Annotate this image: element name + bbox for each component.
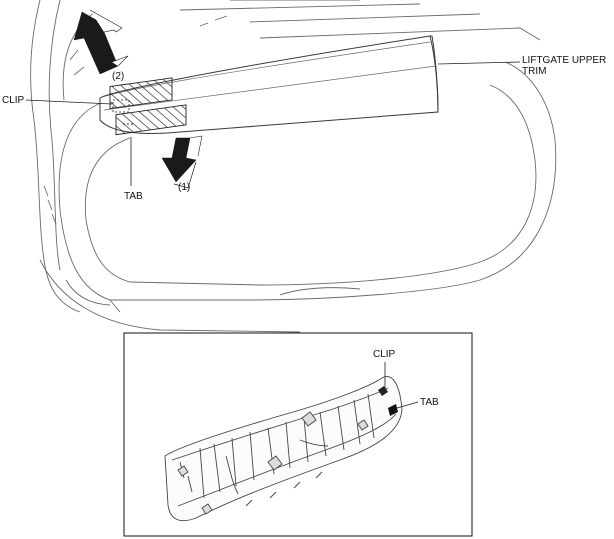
clip-hatched-area <box>109 77 173 110</box>
inset-leaders <box>384 362 419 409</box>
tab-hatched-area <box>115 104 187 136</box>
inset-clip-marker <box>378 386 388 396</box>
inset-trim-part <box>164 376 403 522</box>
arrow-down-icon <box>161 135 203 189</box>
clip-leader <box>25 99 113 105</box>
tab-marks <box>123 123 133 125</box>
liftgate-upper-trim-label-line1: LIFTGATE UPPER <box>522 55 607 66</box>
arrow-step-2-label: (2) <box>112 71 125 82</box>
leader-lines <box>25 61 521 186</box>
arrow-up-icon <box>73 9 129 75</box>
clip-label: CLIP <box>2 95 25 106</box>
inset-tab-label: TAB <box>420 397 439 408</box>
clip-outline <box>112 99 130 113</box>
inset-tab-leader <box>396 401 419 409</box>
liftgate-frame <box>30 0 557 333</box>
trim-leader <box>437 61 521 65</box>
tab-label: TAB <box>124 191 143 202</box>
liftgate-upper-trim-label-line2: TRIM <box>522 66 547 77</box>
inset-clip-label: CLIP <box>373 349 396 360</box>
inset-tab-marker <box>388 404 398 416</box>
arrow-step-1-label: (1) <box>178 182 191 193</box>
